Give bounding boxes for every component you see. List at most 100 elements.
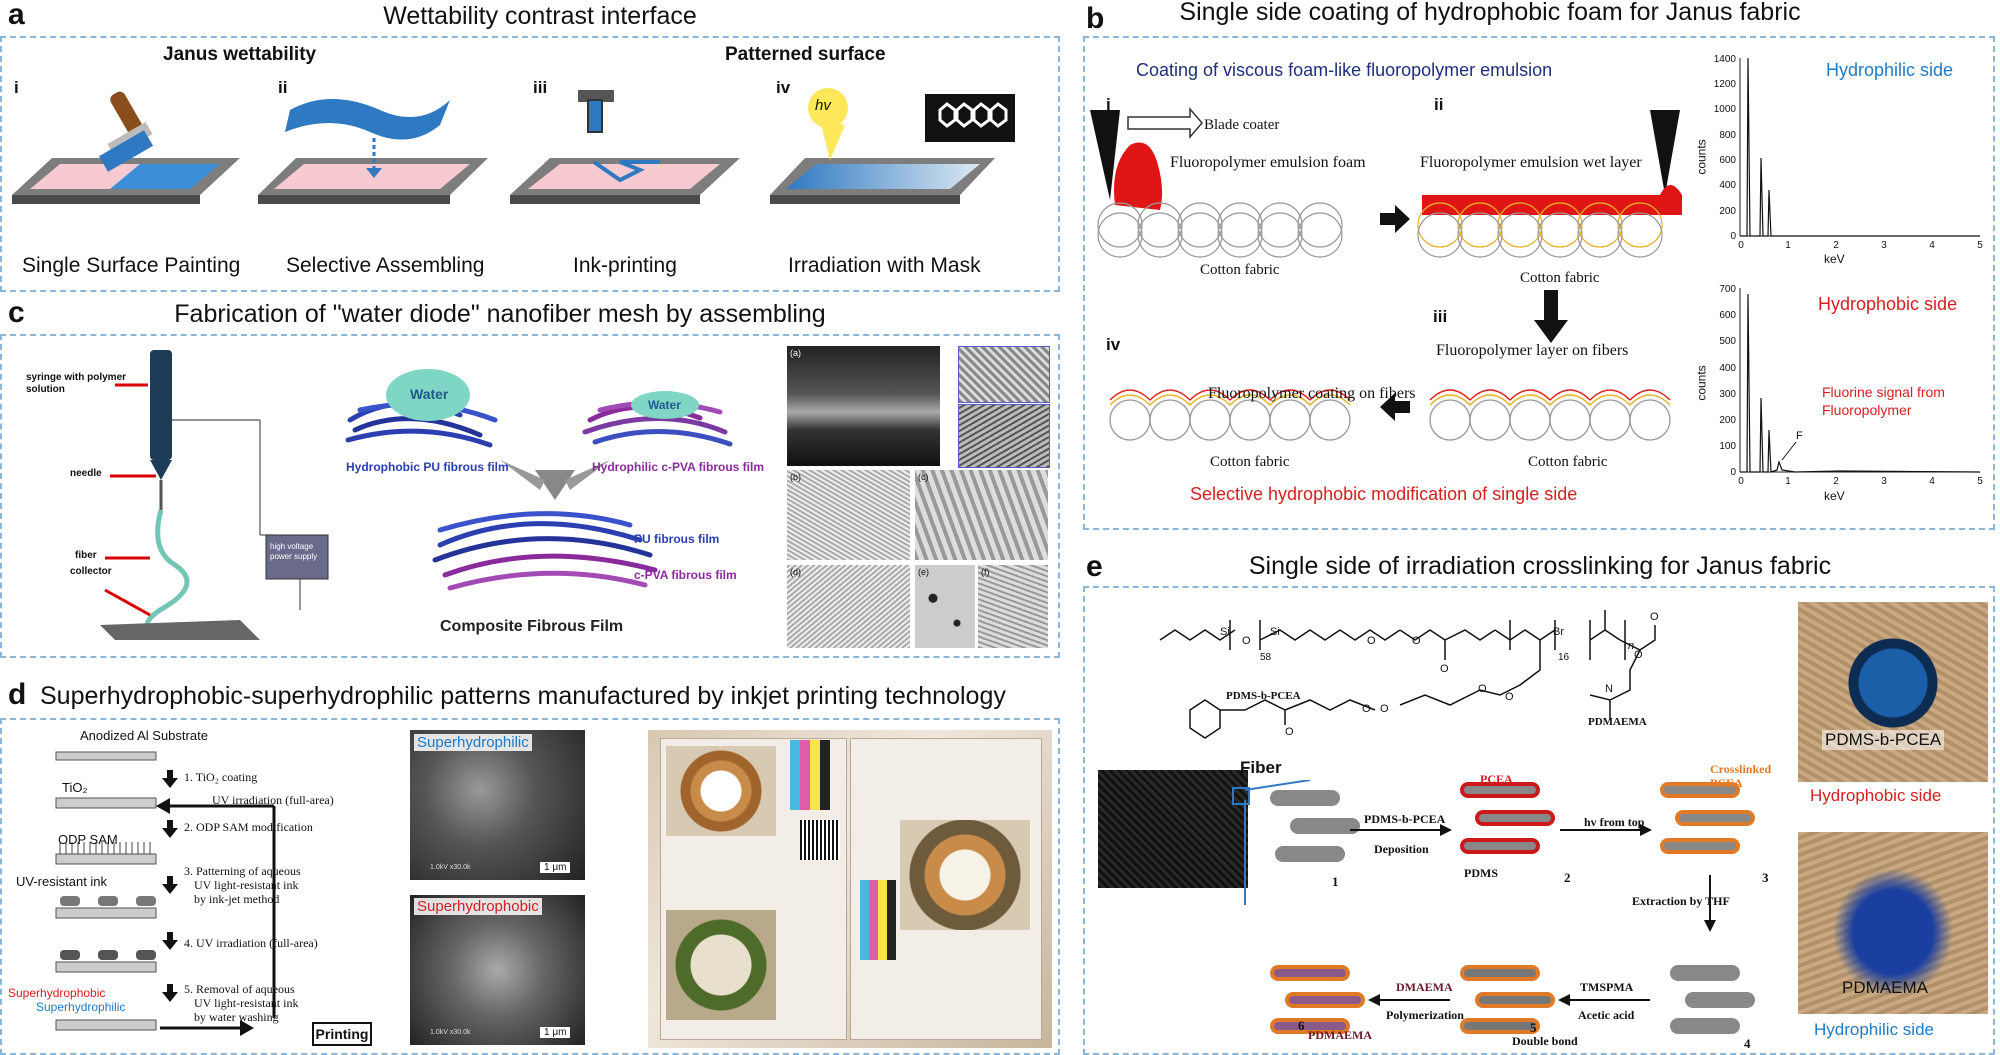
spectrum-hydrophobic: [1739, 288, 1981, 473]
hydrophobic-side-caption: Hydrophobic side: [1810, 786, 1942, 805]
sem-caption-bottom: 1.0kV x30.0k: [430, 1029, 471, 1036]
svg-text:1: 1: [1785, 476, 1791, 487]
svg-text:N: N: [1605, 683, 1613, 695]
sub-58: 58: [1260, 652, 1272, 663]
svg-text:700: 700: [1719, 284, 1736, 295]
step-a-ii: ii: [278, 78, 288, 97]
svg-text:5: 5: [1977, 476, 1983, 487]
water-label-1: Water: [410, 386, 449, 402]
tmspma-top: TMSPMA: [1580, 980, 1634, 994]
num-4: 4: [1744, 1036, 1751, 1051]
emulsion-foam-label: Fluoropolymer emulsion foam: [1170, 154, 1366, 171]
num-2: 2: [1564, 870, 1571, 885]
crosslinked-pcea-label: Crosslinked PCEA: [1710, 762, 1772, 790]
water-label-2: Water: [648, 398, 681, 412]
sem-scale-bottom: 1 μm: [540, 1027, 571, 1038]
num-6: 6: [1298, 1018, 1305, 1033]
panel-b-title: Single side coating of hydrophobic foam …: [1179, 0, 1801, 26]
panel-a-letter: a: [8, 0, 25, 31]
step-b-iii: iii: [1433, 307, 1448, 326]
svg-text:500: 500: [1719, 336, 1736, 347]
extraction-label: Extraction by THF: [1632, 894, 1730, 908]
svg-text:1400: 1400: [1714, 54, 1737, 65]
svg-text:0: 0: [1730, 231, 1736, 242]
svg-text:Si: Si: [1270, 626, 1280, 638]
svg-text:0: 0: [1738, 476, 1744, 487]
svg-text:O: O: [1650, 611, 1659, 623]
hydrophobic-pu-label: Hydrophobic PU fibrous film: [346, 460, 509, 474]
step-a-iii: iii: [533, 78, 548, 97]
syringe-label: syringe with polymer solution: [26, 372, 127, 395]
hv-from-top: hv from top: [1584, 815, 1645, 829]
y-label-top: counts: [1694, 139, 1709, 175]
svg-text:800: 800: [1719, 130, 1736, 141]
svg-text:3: 3: [1881, 240, 1887, 251]
sem-panel-e: [915, 565, 975, 648]
hydrophobic-drop-photo: [1798, 602, 1988, 782]
sem-inset-bottom: [958, 404, 1050, 468]
selective-note: Selective hydrophobic modification of si…: [1190, 484, 1578, 504]
svg-text:600: 600: [1719, 310, 1736, 321]
svg-text:Br: Br: [1553, 626, 1564, 638]
odp-label: ODP SAM: [58, 832, 118, 847]
svg-text:O: O: [1412, 635, 1421, 647]
pcea-label: PCEA: [1480, 772, 1513, 786]
sem-panel-c: [915, 470, 1048, 560]
sem-inset-top: [958, 346, 1050, 403]
color-bars-2: [860, 880, 896, 960]
sub-n: n: [1628, 640, 1635, 652]
panel-b-frame: [1083, 36, 1995, 530]
svg-text:O: O: [1505, 691, 1514, 703]
blade-coater-label: Blade coater: [1204, 117, 1280, 133]
food-image-3: [666, 910, 776, 1020]
step-uv-full: UV irradiation (full-area): [212, 793, 334, 807]
polymer-1-label: PDMS-b-PCEA: [1226, 690, 1301, 702]
svg-text:200: 200: [1719, 206, 1736, 217]
sub-16: 16: [1558, 652, 1570, 663]
cpva-film-label: c-PVA fibrous film: [634, 568, 737, 582]
panel-c-letter: c: [8, 296, 25, 329]
panel-d-frame: [0, 718, 1060, 1055]
sem-label-c: (c): [918, 472, 929, 482]
panel-d-letter: d: [8, 678, 27, 711]
deposition-bottom: Deposition: [1374, 842, 1429, 856]
polymer-2-label: PDMAEMA: [1588, 716, 1647, 728]
svg-text:O: O: [1362, 703, 1371, 715]
substrate-iii: [510, 90, 740, 204]
fiber-label: fiber: [75, 550, 97, 561]
composite-film-label: Composite Fibrous Film: [440, 618, 624, 635]
sem-label-e: (e): [918, 567, 929, 577]
sem-superhydrophobic: [410, 895, 585, 1045]
svg-text:4: 4: [1929, 476, 1935, 487]
svg-text:2: 2: [1833, 240, 1839, 251]
panel-a-illustrations: [12, 88, 1015, 204]
step-a-i: i: [14, 78, 19, 97]
panel-e-letter: e: [1086, 550, 1103, 583]
svg-text:1: 1: [1785, 240, 1791, 251]
svg-text:3: 3: [1881, 476, 1887, 487]
substrate-label: Anodized Al Substrate: [80, 728, 208, 743]
svg-text:400: 400: [1719, 363, 1736, 374]
panel-e-frame: [1083, 586, 1995, 1055]
panel-b-schematic: [1090, 106, 1682, 441]
svg-text:O: O: [1478, 683, 1487, 695]
svg-text:2: 2: [1833, 476, 1839, 487]
pu-film-label: PU fibrous film: [634, 532, 720, 546]
step-5c: by water washing: [194, 1010, 279, 1024]
sem-top-label: Superhydrophilic: [414, 734, 532, 751]
dmaema-bottom: Polymerization: [1386, 1008, 1464, 1022]
pdms-label: PDMS: [1464, 866, 1498, 880]
step-3b: UV light-resistant ink: [194, 878, 299, 892]
hydrophilic-side-caption: Hydrophilic side: [1814, 1020, 1934, 1039]
printing-box: Printing: [312, 1022, 372, 1046]
dmaema-top: DMAEMA: [1396, 980, 1453, 994]
hv-label-a: hv: [815, 97, 831, 114]
hydrophilic-pva-label: Hydrophilic c-PVA fibrous film: [592, 460, 765, 474]
pdmaema-label: PDMAEMA: [1308, 1028, 1372, 1042]
hydrophilic-spectrum-label: Hydrophilic side: [1826, 60, 1954, 80]
superhydrophilic-small-label: Superhydrophilic: [36, 1000, 126, 1014]
caption-single-surface: Single Surface Painting: [22, 254, 241, 277]
svg-text:O: O: [1242, 635, 1251, 647]
caption-selective: Selective Assembling: [286, 254, 485, 277]
power-supply-label: high voltage power supply: [270, 542, 318, 561]
